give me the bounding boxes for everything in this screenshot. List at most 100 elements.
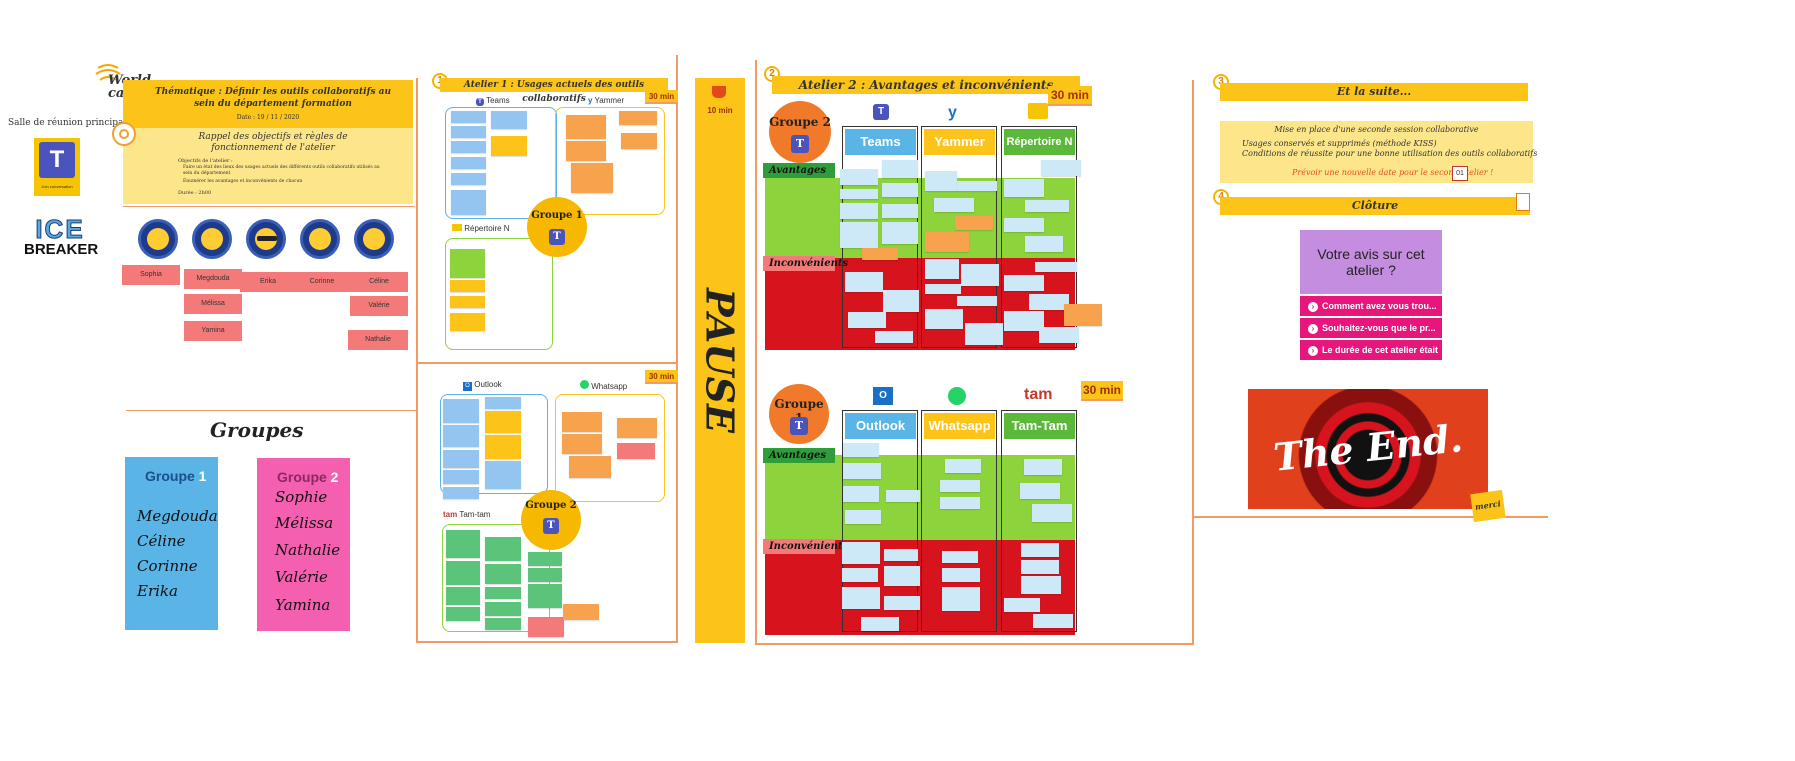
objective-2: Énumérer les avantages et inconvénients … [183,179,303,184]
sticky-note [1021,576,1061,594]
yammer-label-text: Yammer [594,96,625,105]
sticky-note [884,566,920,586]
sticky-note [840,222,878,248]
tamtam-label-text: Tam-tam [459,510,491,519]
pause-bar: 10 min PAUSE [695,78,745,643]
the-end-text: The End. [1271,415,1465,480]
target-icon [112,122,136,146]
participant-sticky: Nathalie [348,330,408,350]
folder-icon [1028,103,1048,119]
calendar-icon: 01 [1452,166,1468,181]
col-head-yammer: Yammer [924,129,995,155]
atelier2-title: Atelier 2 : Avantages et inconvénients [772,76,1080,94]
sticky-note [446,530,480,558]
group2-member: Valérie [275,568,328,586]
sticky-note [619,111,657,125]
sticky-note [842,587,880,609]
yammer-cluster [555,107,665,215]
survey-question-2-label: Souhaitez-vous que le pr... [1322,323,1436,333]
group2-member: Mélissa [275,514,334,532]
objectives-note: Rappel des objectifs et règles de foncti… [123,128,413,204]
groupe1-circle: Groupe 1 T [769,384,829,444]
divider-line [416,78,418,643]
sticky-note [562,412,602,432]
sticky-note [617,418,657,438]
sticky-note [1021,543,1059,557]
avantages-label: Avantages [763,163,835,178]
suite-note: Mise en place d'une seconde session coll… [1220,121,1537,183]
sticky-note [621,133,657,149]
sticky-note [942,551,978,563]
sticky-note [882,160,918,178]
outlook-label: O Outlook [463,380,502,391]
sticky-note [491,111,527,129]
sticky-note [1020,483,1060,499]
survey-question-1[interactable]: ›Comment avez vous trou... [1300,296,1442,316]
sticky-note [451,111,486,123]
sticky-note [446,587,480,605]
sticky-note [1004,311,1044,331]
sticky-note [1025,236,1063,252]
sticky-note [961,264,999,286]
sticky-note [925,171,957,191]
sticky-note [443,425,479,447]
sticky-note [451,157,486,169]
emoji-tongue-icon [192,219,232,259]
duration: Durée : 2h00 [178,190,212,196]
sticky-note [450,280,485,292]
survey-question-2[interactable]: ›Souhaitez-vous que le pr... [1300,318,1442,338]
sticky-note [845,272,883,292]
sticky-note [1064,304,1102,326]
emoji-kiss-heart-icon [300,219,340,259]
group2-member: Nathalie [275,541,341,559]
sticky-note [886,490,920,502]
sticky-note [450,264,485,278]
survey-card[interactable]: Votre avis sur cet atelier ? [1300,230,1442,294]
participant-sticky: Yamina [184,321,242,341]
sticky-note [566,141,606,161]
sticky-note [848,312,886,328]
divider-line [416,362,678,364]
emoji-sunglasses-icon [246,219,286,259]
survey-question-3[interactable]: ›Le durée de cet atelier était [1300,340,1442,360]
divider-line [126,410,416,411]
sticky-note [450,296,485,308]
bullet-1: Usages conservés et supprimés (méthode K… [1242,139,1437,148]
participant-sticky: Céline [350,272,408,292]
sticky-note [840,203,878,219]
survey-question-1-label: Comment avez vous trou... [1322,301,1437,311]
participant-sticky: Megdouda [184,269,242,289]
groupe2-circle: Groupe 2 T [769,101,831,163]
sticky-note [843,443,879,457]
inconvenients-label: Inconvénients [763,539,848,554]
participant-sticky: Corinne [294,272,350,292]
sticky-note [1033,614,1073,628]
sticky-note [942,587,980,611]
inconvenients-zone [765,258,1075,350]
group2-label: Groupe [277,469,327,485]
icebreaker-line1: ICE [35,214,85,244]
groups-title: Groupes [210,418,304,442]
group1-card: Groupe 1 Megdouda Céline Corinne Erika [125,457,218,630]
join-teams-button[interactable]: T Join conversation [34,138,80,196]
sticky-note [1032,504,1072,522]
sticky-note [451,141,486,153]
sticky-note [485,618,521,630]
sticky-note [882,222,918,244]
group2-member: Sophie [275,488,328,506]
divider-line [676,55,678,643]
sticky-note [443,399,479,423]
sticky-note [485,461,521,489]
folder-icon [452,224,462,231]
teams-icon: T [549,229,565,245]
teams-cluster [445,107,557,219]
column-frame [921,126,997,348]
sticky-note [528,568,562,582]
sticky-note [882,183,918,197]
sticky-note [925,284,961,294]
sticky-note [485,537,521,561]
sticky-note [1024,459,1062,475]
sticky-note [485,564,521,584]
sticky-note [882,204,918,218]
sticky-note [443,450,479,468]
